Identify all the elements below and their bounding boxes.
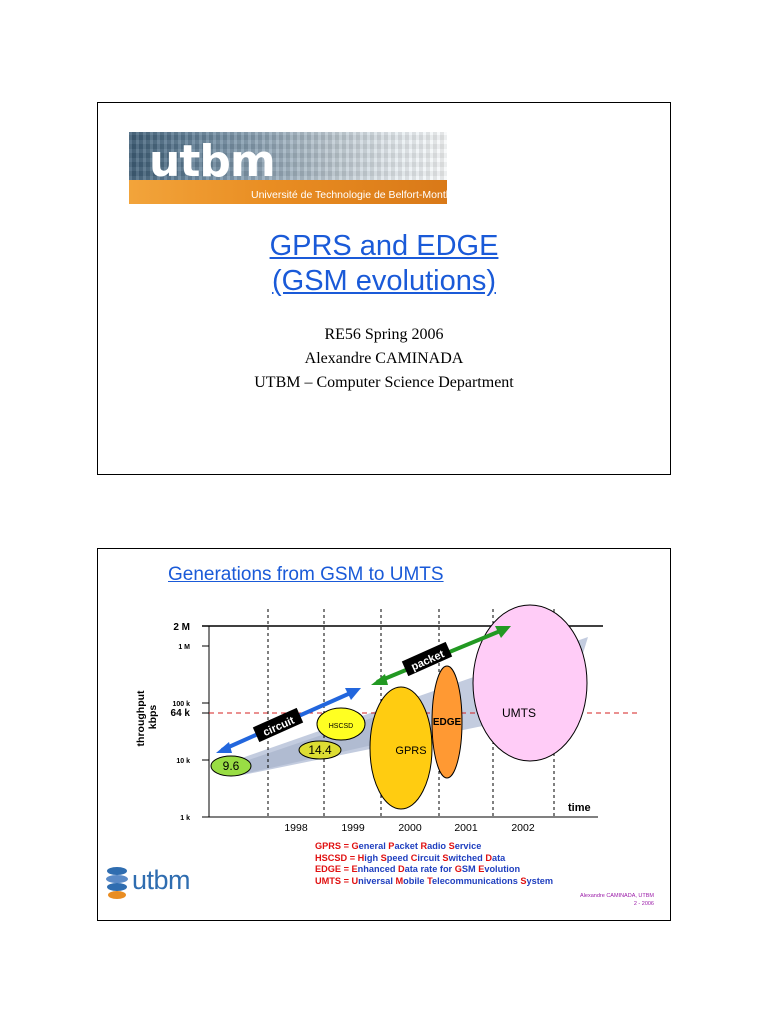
circuit-arrow-head [216,742,232,753]
banner-photo-texture [129,132,447,180]
label-edge: EDGE [433,717,462,728]
legend-initial-letter: S [380,852,387,863]
legend-initial-letter: S [442,852,449,863]
course-name: RE56 Spring 2006 [324,326,444,343]
label-hscsd: HSCSD [329,723,354,730]
legend-entry: GPRS = General Packet Radio Service [315,841,553,853]
legend-text: ata [491,852,506,863]
legend-text: elecommunications [432,875,521,886]
x-tick-label: 2002 [511,822,535,834]
legend-text: volution [484,864,521,874]
y-axis-title-line-1: throughput [135,690,147,746]
y-tick-label: 64 k [171,708,191,719]
slide-2: Generations from GSM to UMTS 2 M 1 M 100… [97,548,671,921]
legend-text: ystem [526,875,554,886]
packet-arrow-head [495,626,511,638]
legend-entry: HSCSD = High Speed Circuit Switched Data [315,853,553,865]
gsm-umts-evolution-diagram: 2 M 1 M 100 k 64 k 10 k 1 k throughput k… [135,604,641,834]
footer-credit: Alexandre CAMINADA, UTBM 2 - 2006 [580,892,654,908]
footer-utbm-logo: utbm [104,861,194,907]
legend-text: EDGE = [315,864,352,874]
label-9-6: 9.6 [223,759,240,773]
legend-initial-letter: C [410,852,418,863]
label-gprs: GPRS [395,745,426,757]
department-name: UTBM – Computer Science Department [254,374,514,391]
ellipse-umts [472,604,588,762]
ellipse-hscsd [316,707,366,741]
ellipse-gprs [369,686,433,810]
y-tick-label: 10 k [176,758,190,765]
legend-initial-letter: G [454,864,462,874]
legend-text: acket [394,841,421,851]
legend-text: eneral [358,841,389,851]
legend-initial-letter: G [351,841,359,851]
legend-text: peed [386,852,411,863]
slide-2-title: Generations from GSM to UMTS [168,564,444,585]
legend-text: ircuit [417,852,443,863]
y-tick-label: 100 k [172,701,190,708]
legend-text: GPRS = [315,841,352,851]
legend-initial-letter: P [388,841,395,851]
legend-text: adio [427,841,449,851]
legend-initial-letter: T [427,875,433,886]
ellipse-9-6 [210,755,252,777]
legend-initial-letter: D [485,852,492,863]
banner-orange-stripe [129,180,447,204]
label-14-4: 14.4 [308,743,332,757]
legend-initial-letter: D [398,864,405,874]
circuit-arrow-head [345,688,361,700]
legend-entry: UMTS = Universal Mobile Telecommunicatio… [315,876,553,888]
circuit-label: circuit [252,707,304,743]
banner-logo-subtitle: Université de Technologie de Belfort-Mon… [251,189,447,201]
x-tick-label: 2000 [398,822,422,834]
footer-logo-word: utbm [132,865,191,895]
label-umts: UMTS [502,706,536,720]
ellipse-edge [431,665,463,779]
x-axis-title: time [568,802,591,814]
legend-initial-letter: M [395,875,404,886]
y-tick-label: 1 M [178,644,190,651]
legend-entry: EDGE = Enhanced Data rate for GSM Evolut… [315,864,553,876]
legend-text: obile [403,875,428,886]
legend-text: niversal [358,875,396,886]
legend-initial-letter: R [420,841,428,851]
legend-text: ata rate for [404,864,455,874]
y-tick-label: 2 M [173,622,190,633]
legend-text: witched [448,852,486,863]
legend-text: igh [364,852,381,863]
utbm-banner-logo: utbm Université de Technologie de Belfor… [129,132,447,204]
x-tick-label: 2001 [454,822,478,834]
legend-text: UMTS = [315,875,352,886]
legend-initial-letter: S [448,841,455,851]
slide-1-title-line-1: GPRS and EDGE [269,230,499,262]
y-axis-title-line-2: kbps [147,705,159,730]
legend-text: SM [461,864,479,874]
ellipse-14-4 [298,740,342,760]
legend-initial-letter: E [478,864,485,874]
slide-1: utbm Université de Technologie de Belfor… [97,102,671,475]
legend-text: nhanced [357,864,398,874]
legend-initial-letter: U [351,875,359,886]
legend-text: HSCSD = [315,852,358,863]
slide-1-title-line-2: (GSM evolutions) [271,265,496,297]
credit-author: Alexandre CAMINADA, UTBM [580,893,654,899]
legend-initial-letter: E [351,864,358,874]
packet-arrow-head [371,674,388,685]
author-name: Alexandre CAMINADA [304,350,464,367]
x-tick-label: 1999 [341,822,365,834]
banner-logo-word: utbm [149,136,276,187]
stacked-discs-icon [106,867,128,899]
legend-initial-letter: H [357,852,365,863]
legend-text: ervice [454,841,482,851]
y-tick-label: 1 k [180,815,190,822]
y-axis-title: throughput kbps [135,688,159,747]
credit-page: 2 - 2006 [633,901,654,907]
x-tick-label: 1998 [284,822,308,834]
legend-initial-letter: S [520,875,527,886]
